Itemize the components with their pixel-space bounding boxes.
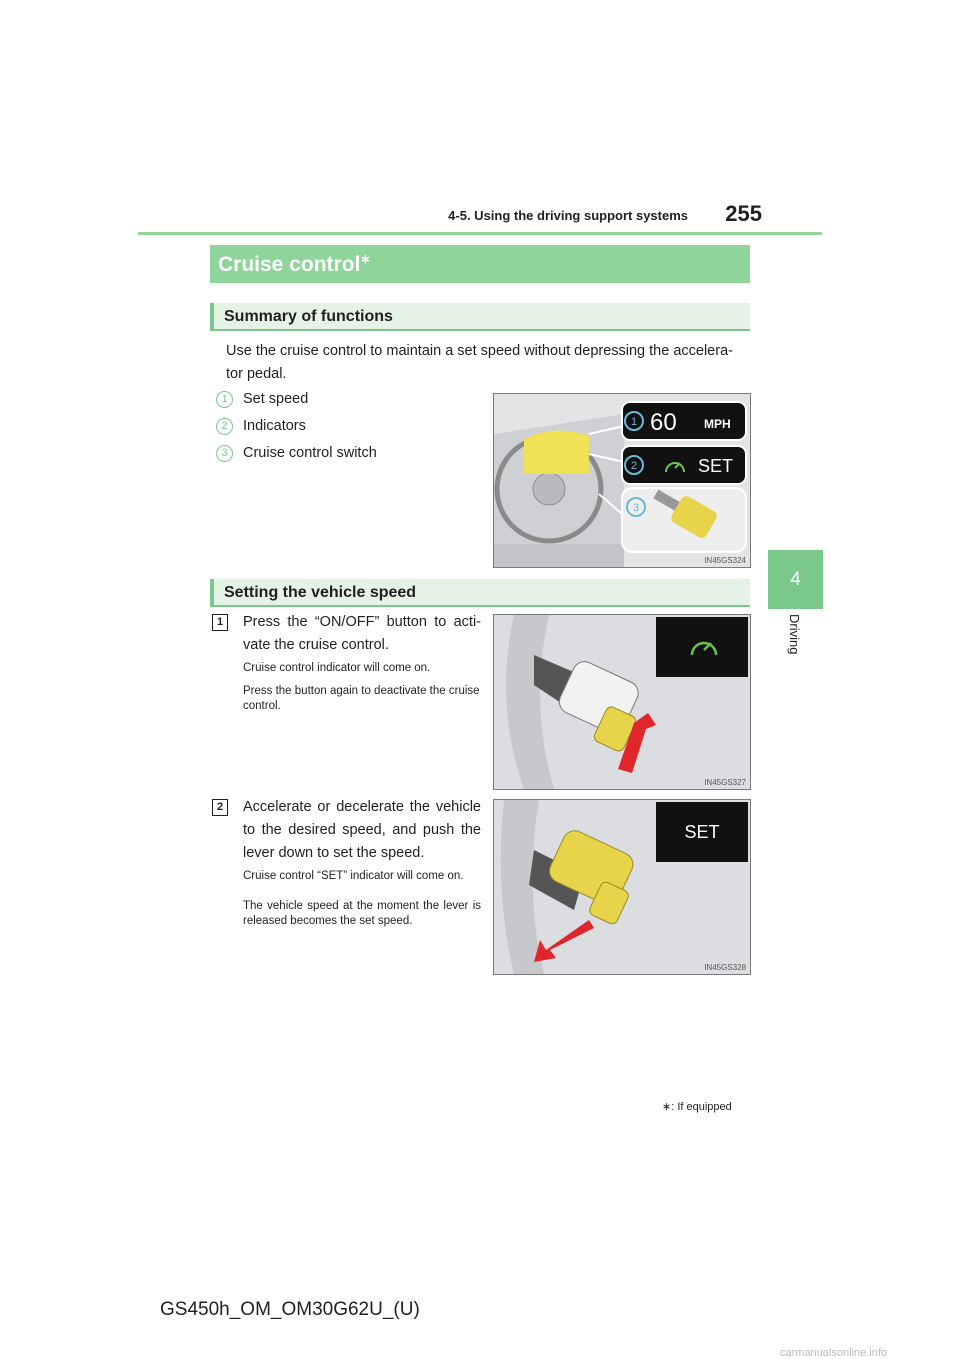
footnote-text: : If equipped: [671, 1101, 732, 1113]
set-lever-figure: SET IN45GS328: [493, 799, 751, 975]
step-number-1: 1: [212, 614, 228, 631]
footnote-mark: ∗: [662, 1101, 672, 1113]
set-indicator-text: SET: [698, 456, 733, 476]
chapter-name: Driving: [787, 614, 802, 655]
step-number-2: 2: [212, 799, 228, 816]
speed-value: 60: [650, 409, 677, 436]
document-code: GS450h_OM_OM30G62U_(U): [160, 1299, 420, 1320]
item-number-1: 1: [216, 391, 233, 408]
header-rule: [138, 232, 822, 235]
item-label-indicators: Indicators: [243, 418, 306, 434]
running-head: 4-5. Using the driving support systems: [448, 208, 688, 223]
dashboard-figure: 1 2 3 60 MPH SET IN45GS324: [493, 393, 751, 568]
callout-1: 1: [631, 416, 637, 428]
cruise-lever-icon: [653, 489, 717, 538]
summary-heading: Summary of functions: [210, 303, 750, 331]
figure-code: IN45GS324: [704, 556, 746, 565]
step-1-note-1: Cruise control indicator will come on.: [243, 662, 431, 674]
section-title-bar: Cruise control∗: [210, 245, 750, 283]
step-2-note-2: The vehicle speed at the moment the leve…: [243, 900, 481, 927]
step-1-text: Press the “ON/OFF” button to acti- vate …: [243, 614, 481, 653]
speed-unit: MPH: [704, 417, 731, 431]
figure-code: IN45GS328: [704, 963, 746, 972]
callout-2: 2: [631, 460, 637, 472]
footnote-mark: ∗: [360, 252, 371, 266]
summary-intro: Use the cruise control to maintain a set…: [226, 343, 733, 382]
dashboard-illustration: 1 2 3 60 MPH SET: [494, 394, 750, 567]
figure-code: IN45GS327: [704, 778, 746, 787]
set-lever-illustration: SET: [494, 800, 750, 974]
chapter-tab: 4: [768, 550, 823, 609]
cruise-indicator-icon: [690, 641, 718, 656]
item-number-3: 3: [216, 445, 233, 462]
on-off-figure: IN45GS327: [493, 614, 751, 790]
step-2-text: Accelerate or decelerate the vehicle to …: [243, 799, 481, 861]
item-number-2: 2: [216, 418, 233, 435]
callout-3: 3: [633, 502, 639, 514]
watermark: carmanualsonline.info: [780, 1347, 888, 1359]
cruise-indicator-icon: [665, 462, 685, 473]
set-indicator-text: SET: [684, 822, 719, 842]
page-number: 255: [725, 201, 762, 226]
footnote: ∗: If equipped: [662, 1100, 732, 1113]
chapter-label: Driving: [786, 614, 806, 674]
item-label-set-speed: Set speed: [243, 391, 309, 407]
on-off-illustration: [494, 615, 750, 789]
step-1-note-2: Press the button again to deactivate the…: [243, 685, 480, 712]
section-title: Cruise control∗: [218, 252, 371, 276]
item-label-cruise-switch: Cruise control switch: [243, 445, 377, 461]
step-2-note-1: Cruise control “SET” indicator will come…: [243, 870, 464, 882]
setting-heading: Setting the vehicle speed: [210, 579, 750, 607]
